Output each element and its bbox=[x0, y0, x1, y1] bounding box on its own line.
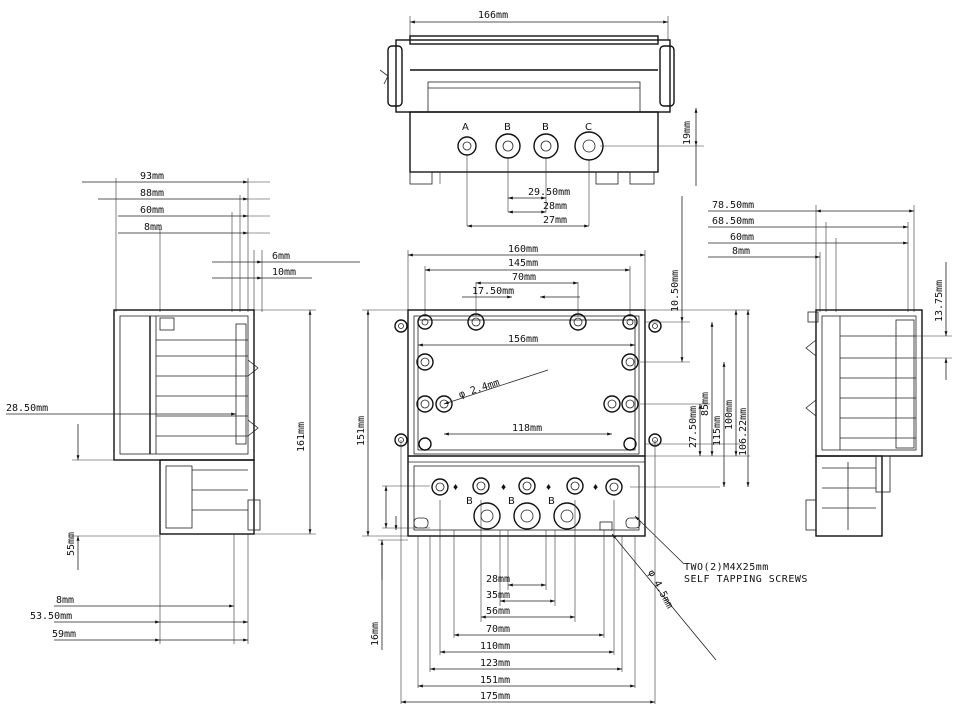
front-w-160: 160mm bbox=[508, 244, 538, 255]
right-w-68-50: 68.50mm bbox=[712, 216, 754, 227]
spacing-27: 27mm bbox=[543, 215, 567, 226]
lower-ports: ♦ ♦ ♦ ♦ bbox=[413, 477, 641, 531]
left-w-93: 93mm bbox=[140, 171, 164, 182]
front-right-100: 100mm bbox=[724, 400, 735, 430]
left-bottom-53-50: 53.50mm bbox=[30, 611, 72, 622]
left-lower-55: 55mm bbox=[66, 532, 77, 556]
front-bottom-70: 70mm bbox=[486, 624, 510, 635]
left-bottom-59: 59mm bbox=[52, 629, 76, 640]
front-height-151: 151mm bbox=[356, 416, 367, 446]
upper-bosses bbox=[416, 313, 639, 451]
front-bottom-175: 175mm bbox=[480, 691, 510, 702]
front-bottom-56: 56mm bbox=[486, 606, 510, 617]
right-height-13-75: 13.75mm bbox=[934, 280, 945, 322]
front-w-17-50: 17.50mm bbox=[472, 286, 514, 297]
left-view: 93mm 88mm 60mm 8mm 6mm 10mm bbox=[6, 171, 360, 644]
front-port-b3: B bbox=[548, 496, 555, 507]
screw-note-line2: SELF TAPPING SCREWS bbox=[684, 574, 808, 585]
left-depth-28-50: 28.50mm bbox=[6, 403, 48, 414]
front-bottom-123: 123mm bbox=[480, 658, 510, 669]
front-mount-dia: φ 4.5mm bbox=[645, 568, 675, 610]
front-bottom-110: 110mm bbox=[480, 641, 510, 652]
front-right-27-50: 27.50mm bbox=[688, 406, 699, 448]
right-view: 78.50mm 68.50mm 60mm 8mm 13.75mm bbox=[708, 200, 952, 537]
svg-text:♦: ♦ bbox=[453, 482, 458, 493]
front-side-16: 16mm bbox=[370, 622, 381, 646]
left-6mm: 6mm bbox=[272, 251, 290, 262]
top-port-a: A bbox=[462, 122, 469, 133]
left-bottom-8: 8mm bbox=[56, 595, 74, 606]
front-w-70: 70mm bbox=[512, 272, 536, 283]
right-w-8: 8mm bbox=[732, 246, 750, 257]
front-bottom-151: 151mm bbox=[480, 675, 510, 686]
svg-text:♦: ♦ bbox=[546, 482, 551, 493]
front-right-85: 85mm bbox=[700, 392, 711, 416]
front-inner-156: 156mm bbox=[508, 334, 538, 345]
top-height-label: 19mm bbox=[682, 121, 693, 145]
svg-text:♦: ♦ bbox=[501, 482, 506, 493]
right-w-60: 60mm bbox=[730, 232, 754, 243]
left-w-8: 8mm bbox=[144, 222, 162, 233]
front-right-106-22: 106.22mm bbox=[738, 408, 749, 456]
top-width-label: 166mm bbox=[478, 10, 508, 21]
spacing-28: 28mm bbox=[543, 201, 567, 212]
screw-note-line1: TWO(2)M4X25mm bbox=[684, 562, 769, 573]
top-port-b1: B bbox=[504, 122, 511, 133]
front-inner-118: 118mm bbox=[512, 423, 542, 434]
spacing-29-50: 29.50mm bbox=[528, 187, 570, 198]
left-10mm: 10mm bbox=[272, 267, 296, 278]
left-w-88: 88mm bbox=[140, 188, 164, 199]
front-right-115: 115mm bbox=[712, 416, 723, 446]
front-port-b1: B bbox=[466, 496, 473, 507]
front-bottom-28: 28mm bbox=[486, 574, 510, 585]
left-w-60: 60mm bbox=[140, 205, 164, 216]
front-view: 160mm 145mm 70mm 17.50mm bbox=[356, 196, 808, 704]
front-bottom-35: 35mm bbox=[486, 590, 510, 601]
left-height-161: 161mm bbox=[296, 422, 307, 452]
front-right-10-50: 10.50mm bbox=[670, 270, 681, 312]
front-w-145: 145mm bbox=[508, 258, 538, 269]
svg-text:♦: ♦ bbox=[593, 482, 598, 493]
top-port-c: C bbox=[585, 122, 592, 133]
top-port-b2: B bbox=[542, 122, 549, 133]
front-port-b2: B bbox=[508, 496, 515, 507]
top-view: 166mm A B B C 29.50mm 28mm 27mm bbox=[379, 10, 704, 228]
right-w-78-50: 78.50mm bbox=[712, 200, 754, 211]
front-hole-dia: φ 2.4mm bbox=[458, 377, 501, 400]
